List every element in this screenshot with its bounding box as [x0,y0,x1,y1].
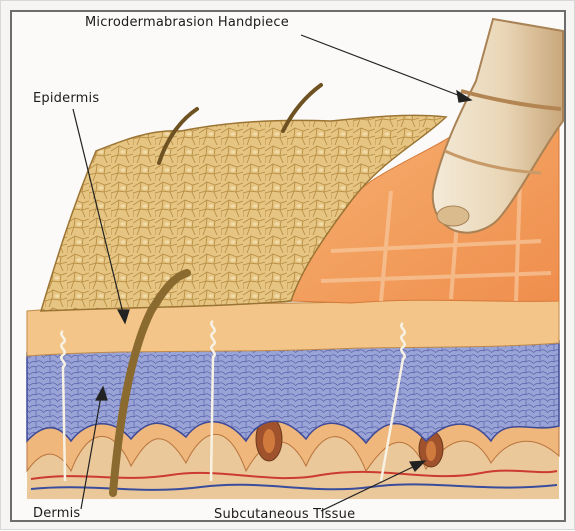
label-subcutaneous-tissue: Subcutaneous Tissue [214,507,355,522]
label-handpiece: Microdermabrasion Handpiece [85,15,289,30]
label-dermis: Dermis [33,506,80,521]
label-epidermis: Epidermis [33,91,99,106]
